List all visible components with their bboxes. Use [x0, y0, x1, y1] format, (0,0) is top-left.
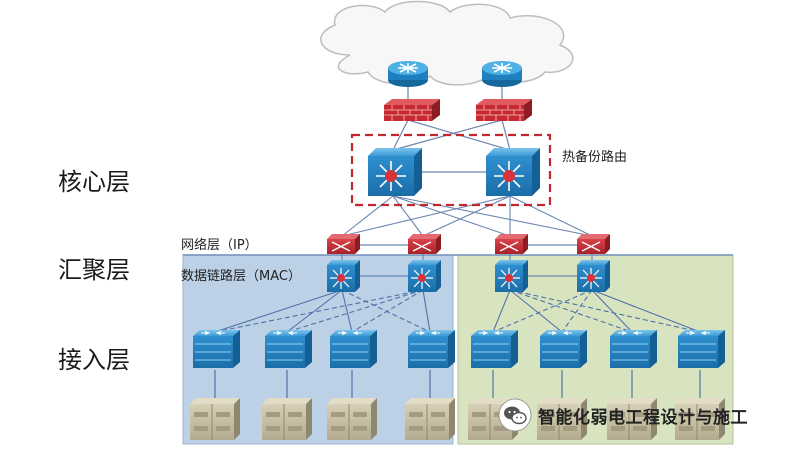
core-layer-label: 核心层 — [58, 168, 130, 196]
access-switch-icon — [610, 330, 657, 368]
hot-standby-box — [350, 133, 552, 207]
server-icon — [262, 398, 312, 440]
access-switch-icon — [678, 330, 725, 368]
aggregation-switch-icon — [577, 260, 610, 292]
access-switch-icon — [408, 330, 455, 368]
server-icon — [190, 398, 240, 440]
watermark: 智能化弱电工程设计与施工 — [498, 398, 748, 432]
access-server-links — [214, 370, 701, 398]
cloud-icon — [320, 0, 574, 86]
firewall-icon — [476, 99, 532, 121]
aggregation-router-icon — [327, 234, 360, 254]
server-icon — [327, 398, 377, 440]
wechat-icon — [498, 398, 532, 432]
aggregation-layer-label: 汇聚层 — [58, 256, 130, 284]
access-switch-icon — [471, 330, 518, 368]
core-switch-icon — [368, 148, 422, 196]
server-icon — [405, 398, 455, 440]
right-access-dashed-links — [492, 289, 701, 333]
firewall-icon — [384, 99, 440, 121]
access-layer-label: 接入层 — [58, 346, 130, 374]
watermark-text: 智能化弱电工程设计与施工 — [538, 407, 748, 428]
hot-standby-label: 热备份路由 — [562, 150, 628, 165]
left-access-dashed-links — [214, 289, 431, 333]
access-switch-icon — [540, 330, 587, 368]
server-icon — [607, 398, 657, 440]
datalink-layer-label: 数据链路层（MAC） — [181, 269, 301, 284]
access-switch-icon — [265, 330, 312, 368]
network-layer-label: 网络层（IP） — [181, 238, 258, 253]
access-switch-icon — [193, 330, 240, 368]
aggregation-router-icon — [495, 234, 528, 254]
aggregation-switch-icon — [495, 260, 528, 292]
access-switch-icon — [330, 330, 377, 368]
router-icon — [388, 61, 428, 87]
aggregation-switch-icon — [327, 260, 360, 292]
left-access-links — [214, 275, 431, 333]
router-icon — [482, 61, 522, 87]
core-switch-icon — [486, 148, 540, 196]
right-access-links — [492, 275, 701, 333]
aggregation-router-icon — [577, 234, 610, 254]
server-icon — [537, 398, 587, 440]
aggregation-switch-icon — [408, 260, 441, 292]
aggregation-router-icon — [408, 234, 441, 254]
server-icon — [675, 398, 725, 440]
core-aggregation-links — [341, 195, 593, 237]
